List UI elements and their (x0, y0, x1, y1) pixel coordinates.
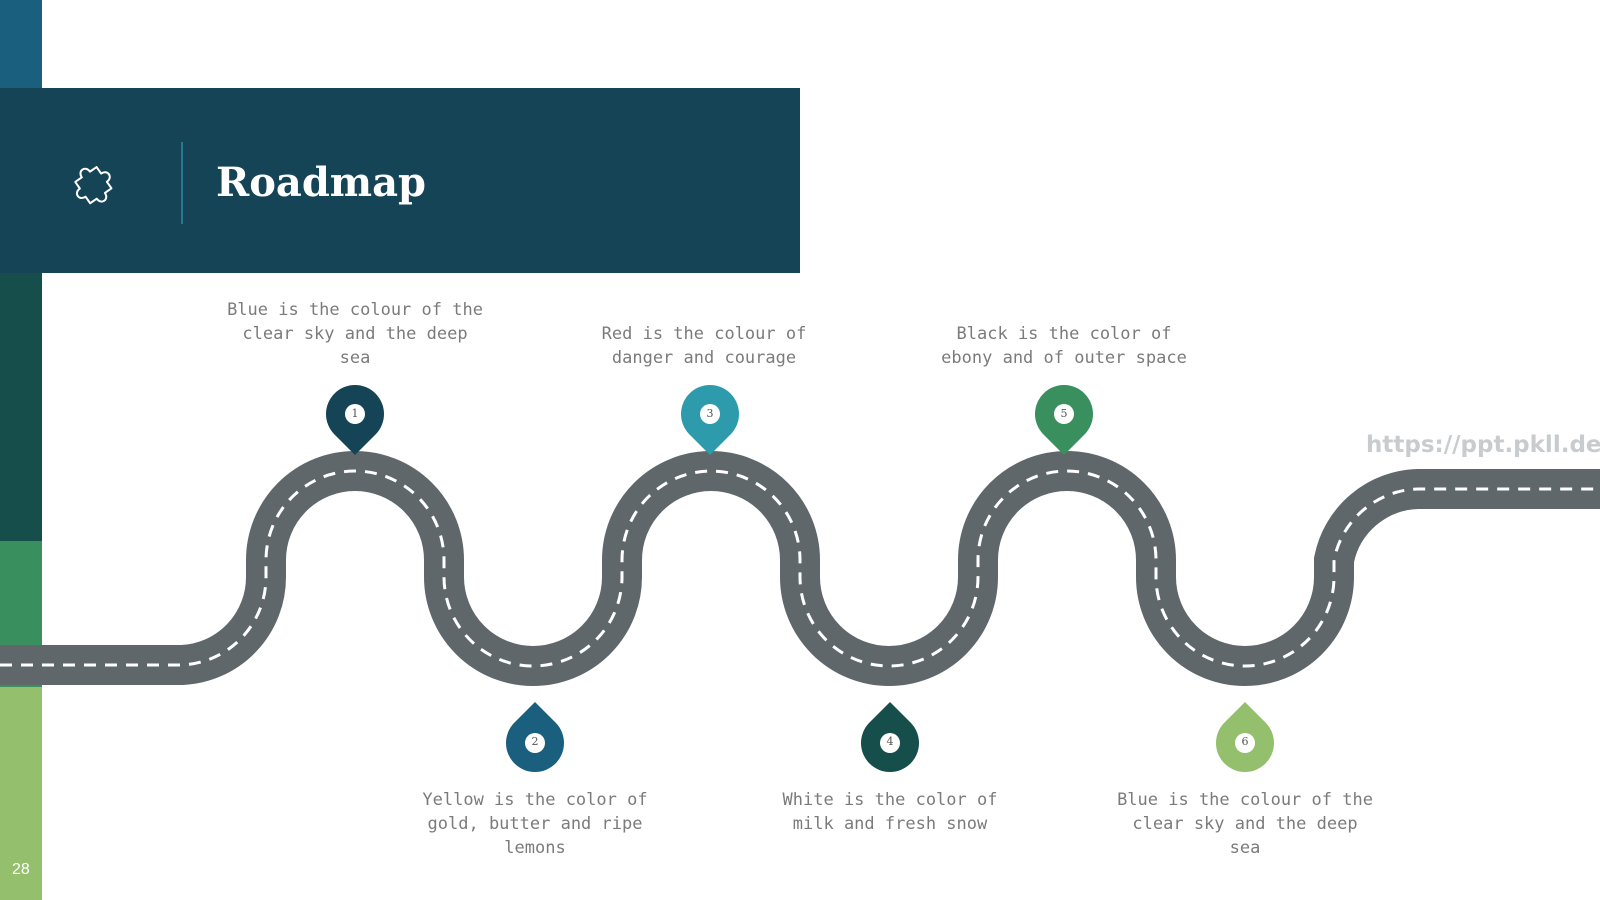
milestone-2-number: 2 (531, 735, 539, 748)
milestone-3-pin: 3 (680, 385, 740, 457)
title-banner (0, 88, 800, 273)
watermark: https://ppt.pkll.de (1366, 432, 1600, 458)
milestone-2-pin: 2 (505, 700, 565, 772)
milestone-6-pin: 6 (1215, 700, 1275, 772)
road-centerline (0, 469, 1600, 668)
milestone-5-pin: 5 (1034, 385, 1094, 457)
side-bar-segment-3 (0, 273, 42, 541)
milestone-4-number: 4 (886, 735, 894, 748)
milestone-5-number: 5 (1060, 407, 1068, 420)
milestone-1-number: 1 (351, 407, 359, 420)
milestone-1-pin: 1 (325, 385, 385, 457)
milestone-1-text: Blue is the colour of the clear sky and … (227, 300, 483, 368)
side-bar-segment-5 (0, 687, 42, 900)
milestone-6-number: 6 (1241, 735, 1249, 748)
page-number: 28 (12, 861, 30, 878)
side-bar-segment-1 (0, 0, 42, 88)
milestone-3-number: 3 (706, 407, 714, 420)
milestone-4-pin: 4 (860, 700, 920, 772)
road-surface (0, 451, 1600, 686)
milestone-6-text: Blue is the colour of the clear sky and … (1117, 790, 1373, 858)
milestone-3-text: Red is the colour of danger and courage (601, 324, 807, 368)
milestone-2-text: Yellow is the color of gold, butter and … (422, 790, 648, 858)
puzzle-icon (74, 166, 113, 205)
milestone-4-text: White is the color of milk and fresh sno… (782, 790, 998, 834)
milestone-5-text: Black is the color of ebony and of outer… (941, 324, 1187, 368)
page-title: Roadmap (216, 159, 427, 206)
title-divider (181, 142, 183, 224)
